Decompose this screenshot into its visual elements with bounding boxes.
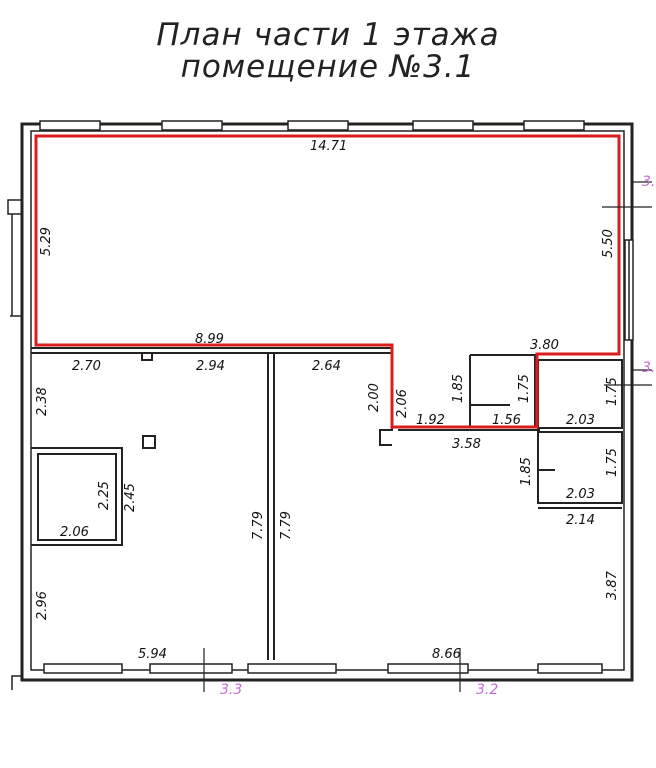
dim-step-height: 2.00 [367, 383, 382, 412]
axis-ticks [203, 181, 652, 692]
axis-label-bottom-left: 3.3 [220, 682, 242, 698]
dim-closet-outer: 2.45 [123, 483, 138, 512]
axis-label-right-top: 3. [642, 174, 655, 190]
dim-room-c-width: 2.64 [312, 359, 341, 374]
dim-bottom-right-width: 8.66 [432, 647, 461, 662]
dim-wc1-width: 2.03 [566, 413, 595, 428]
inner-wall-line [30, 130, 625, 671]
highlighted-premises-outline [34, 134, 621, 429]
outer-walls [20, 122, 634, 682]
dim-bottom-left-width: 5.94 [138, 647, 167, 662]
dim-wc2-height: 1.75 [605, 448, 620, 477]
dim-room-b-width: 2.94 [196, 359, 225, 374]
dim-corridor-b-width: 1.56 [492, 413, 521, 428]
dim-corridor-a-width: 1.92 [416, 413, 445, 428]
right-window [624, 239, 634, 341]
dim-bottom-edge: 8.99 [195, 332, 224, 347]
dim-left-room-top: 2.38 [35, 387, 50, 416]
plan-title-line2: помещение №3.1 [180, 49, 476, 85]
dim-room-right-width: 2.14 [566, 513, 595, 528]
dim-wc2-left: 1.85 [519, 457, 534, 486]
axis-label-bottom-right: 3.2 [476, 682, 498, 698]
dim-step-depth: 2.06 [395, 389, 410, 418]
dim-corridor-a-height: 1.85 [451, 374, 466, 403]
dimension-labels: 14.71 5.29 5.50 8.99 3.80 2.70 2.94 2.64… [35, 139, 620, 662]
plan-title-line1: План части 1 этажа [156, 17, 500, 53]
dim-wc2-width: 2.03 [566, 487, 595, 502]
axis-label-right-mid: 3. [642, 360, 655, 376]
dim-left-height: 5.29 [39, 227, 54, 256]
dim-closet-width: 2.06 [60, 525, 89, 540]
dim-top-width: 14.71 [310, 139, 347, 154]
dim-closet-inner: 2.25 [97, 481, 112, 510]
left-entrance [7, 199, 22, 690]
axis-labels: 3. 3. 3.3 3.2 [220, 174, 655, 698]
dim-room-a-width: 2.70 [72, 359, 101, 374]
interior-partitions [31, 347, 623, 660]
dim-partition-a: 7.79 [251, 511, 266, 540]
dim-right-height: 5.50 [601, 229, 616, 258]
dim-corridor-b-height: 1.75 [517, 374, 532, 403]
dim-wc1-height: 1.75 [605, 377, 620, 406]
dim-corridor-width: 3.58 [452, 437, 481, 452]
dim-room-right-height: 3.87 [605, 570, 620, 600]
dim-left-room-bottom: 2.96 [35, 591, 50, 620]
bottom-windows [43, 663, 603, 674]
dim-partition-b: 7.79 [279, 511, 294, 540]
top-windows [39, 120, 585, 131]
dim-notch-width: 3.80 [530, 338, 559, 353]
